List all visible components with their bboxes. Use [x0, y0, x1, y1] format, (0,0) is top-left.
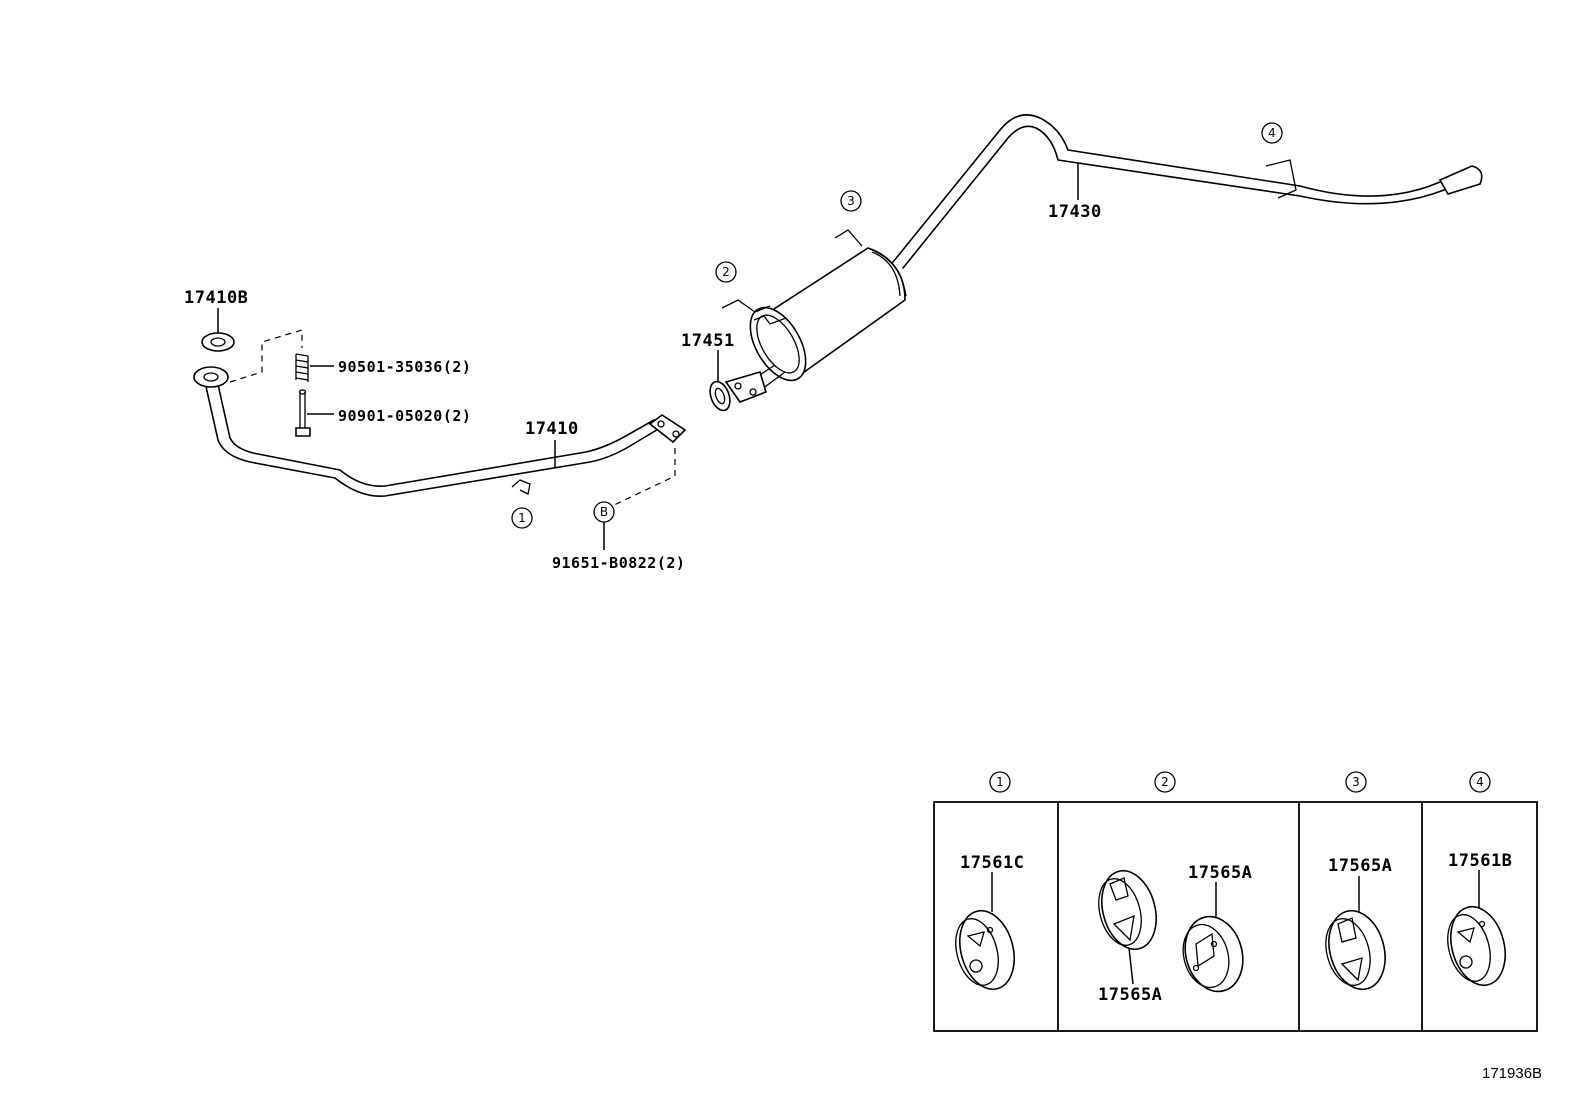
- table-header-4: 4: [1469, 771, 1491, 793]
- svg-text:2: 2: [1161, 775, 1169, 789]
- callout-4: 4: [1261, 122, 1283, 144]
- leader-lines: [217, 163, 1079, 550]
- table-header-2: 2: [1154, 771, 1176, 793]
- gasket-17410b[interactable]: [201, 332, 235, 352]
- muffler-tailpipe[interactable]: [721, 114, 1483, 403]
- table-header-3: 3: [1345, 771, 1367, 793]
- hanger-17565a-right[interactable]: [1176, 910, 1250, 998]
- spring-90501[interactable]: [295, 353, 309, 382]
- dashed-line-front: [229, 329, 303, 383]
- svg-text:3: 3: [1352, 775, 1360, 789]
- gasket-17451[interactable]: [706, 379, 733, 413]
- figure-id: 171936B: [1482, 1065, 1542, 1082]
- svg-text:2: 2: [722, 265, 730, 279]
- label-17565a-left: 17565A: [1098, 985, 1162, 1005]
- callout-2: 2: [715, 261, 737, 283]
- dashed-line-rear: [611, 448, 676, 507]
- front-exhaust-pipe[interactable]: [193, 366, 687, 497]
- svg-text:1: 1: [518, 511, 526, 525]
- hanger-table: [933, 801, 1538, 1032]
- label-17410b: 17410B: [184, 288, 248, 308]
- callout-1: 1: [511, 507, 533, 529]
- hanger-17565a-left[interactable]: [1092, 865, 1165, 956]
- bolt-90901[interactable]: [295, 389, 311, 437]
- label-17561c: 17561C: [960, 853, 1024, 873]
- label-17561b: 17561B: [1448, 851, 1512, 871]
- hanger-17561c[interactable]: [949, 905, 1023, 996]
- hanger-17561b[interactable]: [1441, 901, 1514, 992]
- label-17565a-col3: 17565A: [1328, 856, 1392, 876]
- svg-text:4: 4: [1476, 775, 1484, 789]
- label-17451: 17451: [681, 331, 735, 351]
- svg-text:1: 1: [996, 775, 1004, 789]
- label-17565a-right: 17565A: [1188, 863, 1252, 883]
- label-90901-05020: 90901-05020(2): [338, 407, 471, 425]
- hanger-17565a-col3[interactable]: [1319, 904, 1394, 995]
- callout-3: 3: [840, 190, 862, 212]
- label-17430: 17430: [1048, 202, 1102, 222]
- svg-text:4: 4: [1268, 126, 1276, 140]
- callout-b: B: [593, 501, 615, 523]
- table-header-1: 1: [989, 771, 1011, 793]
- svg-text:3: 3: [847, 194, 855, 208]
- label-91651-b0822: 91651-B0822(2): [552, 554, 685, 572]
- label-17410: 17410: [525, 419, 579, 439]
- table-leader-lines: [991, 870, 1480, 985]
- svg-text:B: B: [600, 505, 608, 519]
- label-90501-35036: 90501-35036(2): [338, 358, 471, 376]
